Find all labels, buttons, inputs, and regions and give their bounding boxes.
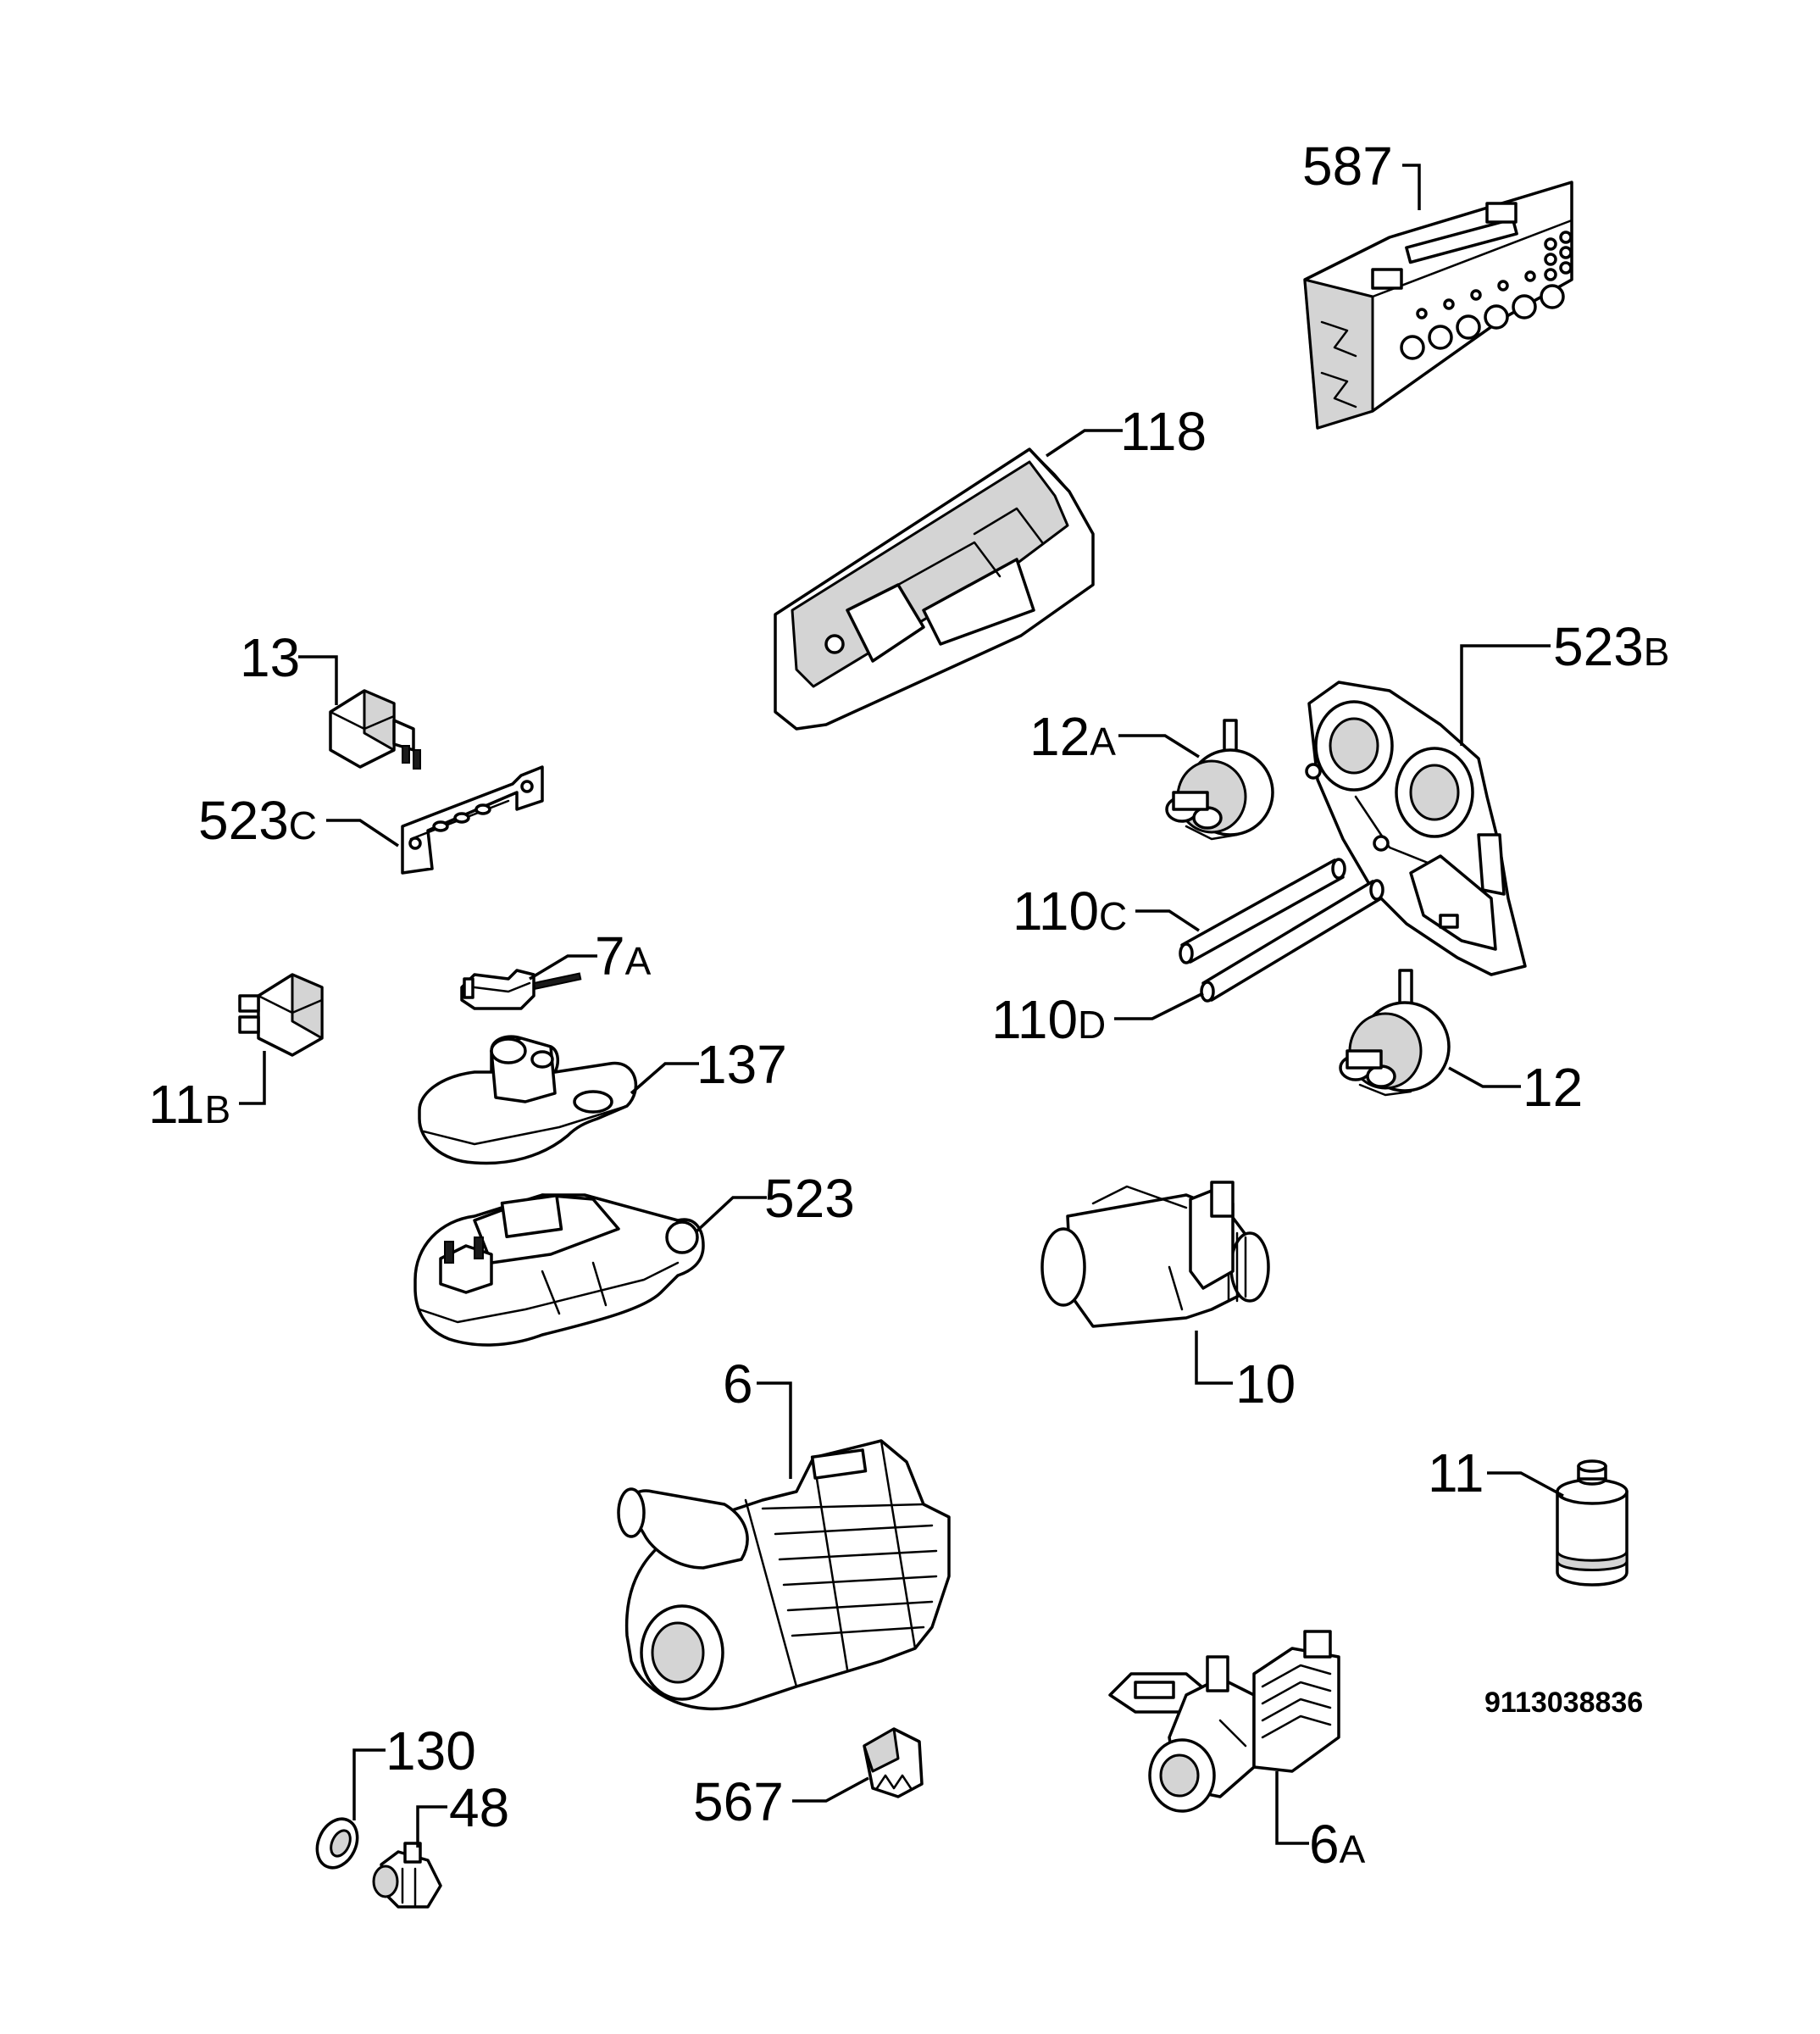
part-118-detergent-dispenser[interactable]: [774, 447, 1095, 731]
label-110c: 110C: [1013, 881, 1127, 942]
label-587: 587: [1302, 136, 1393, 197]
leader-48: [416, 1805, 447, 1848]
label-11b: 11B: [148, 1074, 230, 1135]
leader-137: [630, 1062, 699, 1095]
label-48: 48: [449, 1777, 509, 1838]
label-110d: 110D: [991, 989, 1106, 1050]
label-6: 6: [723, 1353, 753, 1414]
leader-6a: [1275, 1771, 1309, 1845]
label-10: 10: [1235, 1353, 1296, 1414]
leader-110d: [1114, 992, 1204, 1020]
part-6-circulation-pump[interactable]: [617, 1439, 951, 1711]
leader-10: [1195, 1331, 1233, 1385]
part-11b-relay[interactable]: [238, 973, 324, 1057]
part-12-pressure-switch[interactable]: [1339, 969, 1451, 1097]
part-567-clip[interactable]: [863, 1727, 924, 1798]
label-118: 118: [1120, 401, 1207, 462]
part-48-plug[interactable]: [372, 1842, 442, 1909]
label-12: 12: [1523, 1057, 1583, 1118]
part-137-cover[interactable]: [418, 1035, 637, 1165]
label-523: 523: [764, 1168, 855, 1229]
label-11: 11: [1428, 1442, 1484, 1503]
drawing-code: 9113038836: [1484, 1687, 1643, 1719]
leader-11b: [239, 1051, 266, 1105]
part-10-heater[interactable]: [1040, 1181, 1270, 1328]
part-523b-mounting-bracket[interactable]: [1305, 681, 1527, 976]
leader-567: [792, 1776, 869, 1803]
part-110d-hose[interactable]: [1200, 879, 1384, 1003]
label-6a: 6A: [1309, 1814, 1366, 1875]
label-13: 13: [240, 627, 300, 688]
leader-7a: [529, 954, 597, 981]
part-110c-hose[interactable]: [1179, 858, 1346, 964]
label-523c: 523C: [198, 790, 317, 851]
leader-110c: [1135, 909, 1200, 932]
leader-523b: [1460, 644, 1551, 746]
part-11-capacitor[interactable]: [1556, 1459, 1629, 1587]
part-13-switch[interactable]: [329, 689, 421, 770]
label-130: 130: [386, 1720, 476, 1781]
leader-523c: [326, 819, 399, 848]
label-523b: 523B: [1553, 616, 1669, 677]
leader-13: [298, 655, 338, 705]
leader-12a: [1118, 734, 1200, 759]
leader-523: [695, 1196, 767, 1233]
leader-587: [1402, 164, 1421, 210]
leader-12: [1448, 1066, 1521, 1088]
part-12a-pressure-switch[interactable]: [1165, 719, 1274, 841]
label-567: 567: [693, 1771, 784, 1832]
label-12a: 12A: [1029, 706, 1116, 767]
label-137: 137: [696, 1034, 787, 1095]
part-523c-bracket[interactable]: [401, 765, 544, 875]
leader-11: [1487, 1471, 1564, 1498]
part-6a-drain-pump[interactable]: [1108, 1630, 1340, 1813]
leader-118: [1046, 429, 1123, 458]
leader-6: [757, 1381, 792, 1479]
part-523-housing[interactable]: [413, 1193, 705, 1347]
part-587-control-module[interactable]: [1303, 181, 1573, 430]
part-130-sealing-ring[interactable]: [309, 1813, 364, 1875]
label-7a: 7A: [595, 925, 652, 986]
part-7a-sensor[interactable]: [460, 969, 582, 1010]
leader-130: [352, 1748, 386, 1820]
